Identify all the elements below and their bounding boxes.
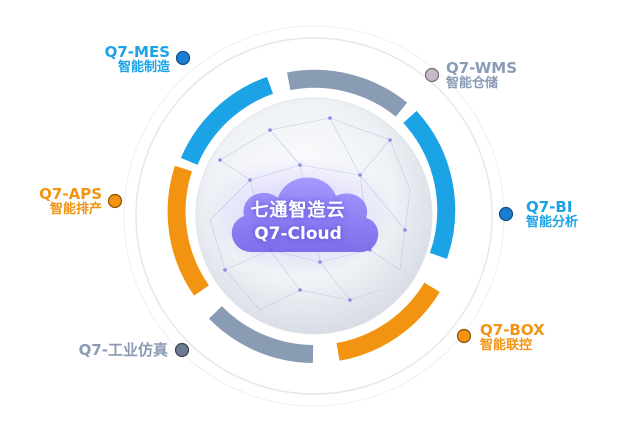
module-aps-code: Q7-APS: [39, 185, 102, 203]
module-sim-code: Q7-工业仿真: [78, 341, 168, 359]
module-mes-name: 智能制造: [117, 60, 170, 76]
segment-sim: [208, 305, 314, 363]
center-title-en: Q7-Cloud: [254, 224, 342, 244]
cloud-shape: [231, 177, 379, 252]
ring-segments: [167, 69, 456, 363]
dot-bi: [498, 206, 514, 222]
dot-wms: [424, 67, 440, 83]
module-wms-code: Q7-WMS: [446, 59, 518, 77]
module-wms-name: 智能仓储: [446, 76, 499, 92]
module-wms: Q7-WMS 智能仓储: [446, 59, 556, 92]
segment-wms: [287, 69, 408, 117]
module-bi-name: 智能分析: [526, 215, 579, 231]
segment-bi: [403, 110, 456, 259]
center-title-cn: 七通智造云: [250, 200, 346, 221]
outer-orbit-1: [135, 37, 493, 395]
module-dots: [107, 50, 514, 358]
dot-box: [456, 328, 472, 344]
dot-sim: [174, 342, 190, 358]
module-mes: Q7-MES 智能制造: [82, 43, 170, 76]
dot-mes: [175, 50, 191, 66]
module-box: Q7-BOX 智能联控: [480, 321, 580, 354]
segment-box: [336, 282, 440, 361]
module-aps: Q7-APS 智能排产: [14, 185, 102, 218]
module-sim: Q7-工业仿真: [40, 341, 168, 359]
segment-aps: [167, 165, 209, 296]
module-aps-name: 智能排产: [49, 202, 102, 218]
module-bi-code: Q7-BI: [526, 198, 573, 216]
module-box-name: 智能联控: [480, 338, 533, 354]
center-title: 七通智造云 Q7-Cloud: [232, 196, 364, 244]
module-box-code: Q7-BOX: [480, 321, 545, 339]
module-mes-code: Q7-MES: [104, 43, 170, 61]
segment-mes: [180, 76, 274, 166]
module-bi: Q7-BI 智能分析: [526, 198, 616, 231]
dot-aps: [107, 193, 123, 209]
